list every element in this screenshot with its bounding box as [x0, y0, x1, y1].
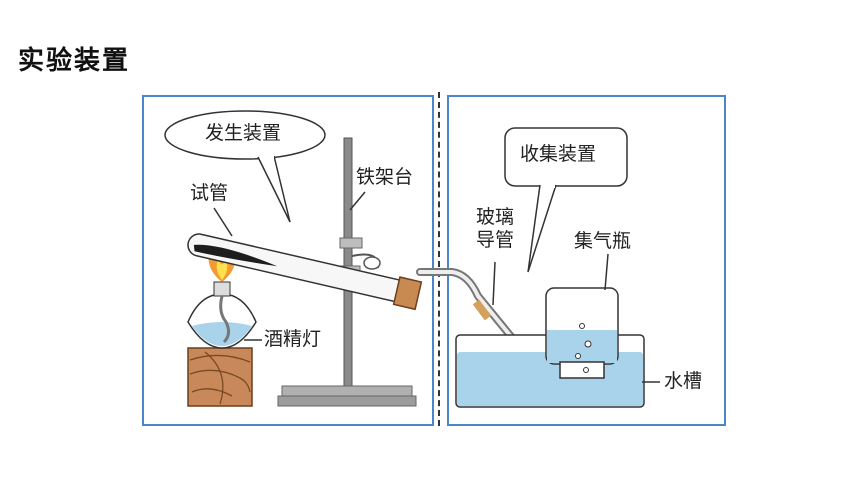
gas-bottle: [545, 287, 619, 379]
leader-lines: [213, 191, 660, 383]
label-alcohol-lamp: 酒精灯: [264, 328, 322, 350]
test-tube: [187, 233, 423, 311]
collector-callout: [504, 127, 628, 273]
generator-panel: [142, 95, 434, 426]
dashed-divider: [438, 92, 440, 426]
label-collector: 收集装置: [520, 143, 597, 165]
label-glass-tube: 玻璃导管: [476, 206, 515, 251]
wooden-block: [187, 347, 253, 407]
label-water-trough: 水槽: [664, 370, 703, 392]
label-test-tube: 试管: [190, 182, 229, 204]
generator-callout: [164, 110, 326, 223]
label-generator: 发生装置: [205, 122, 282, 144]
page-title: 实验装置: [18, 46, 131, 76]
label-iron-stand: 铁架台: [356, 166, 414, 188]
label-gas-bottle: 集气瓶: [574, 230, 632, 252]
collector-panel: [447, 95, 726, 426]
